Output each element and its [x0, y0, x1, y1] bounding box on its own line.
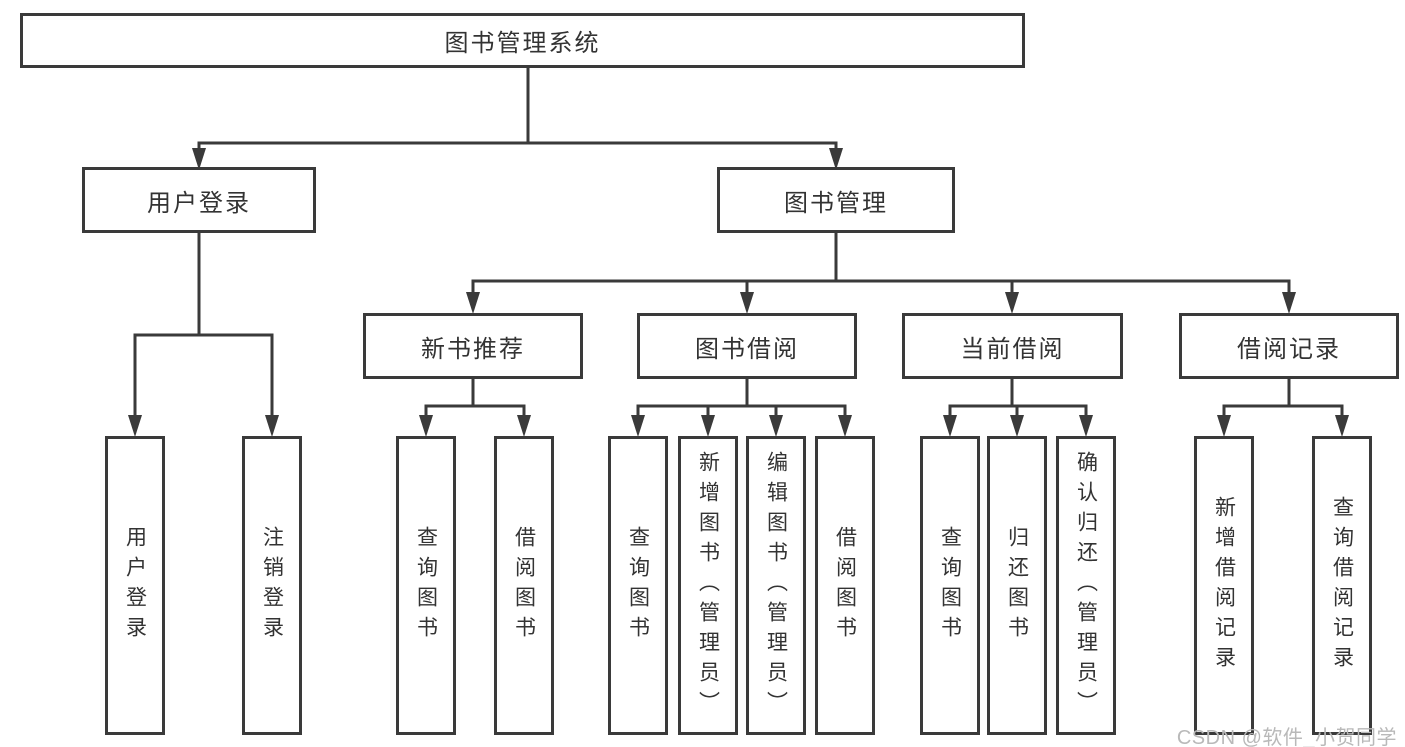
- connector-line: [636, 379, 847, 418]
- node-label: 图书借阅: [695, 335, 799, 363]
- arrow-down-icon: [829, 148, 843, 170]
- connector-user-login: [128, 233, 279, 437]
- node-borrowing-records: 借阅记录: [1179, 313, 1399, 379]
- connector-current-borrowing: [943, 379, 1093, 437]
- arrow-down-icon: [769, 415, 783, 437]
- node-label: 图书管理系统: [444, 30, 601, 57]
- node-book-borrowing: 图书借阅: [637, 313, 857, 379]
- arrow-down-icon: [1005, 292, 1019, 314]
- node-new-book-recommendation: 新书推荐: [363, 313, 583, 379]
- arrow-down-icon: [943, 415, 957, 437]
- node-label: 归还图书: [1005, 525, 1029, 646]
- node-root: 图书管理系统: [20, 13, 1025, 68]
- arrow-down-icon: [1217, 415, 1231, 437]
- watermark-text: CSDN @软件_小贺同学: [1176, 727, 1397, 747]
- connector-line: [424, 379, 526, 418]
- node-label: 查询借阅记录: [1330, 495, 1354, 676]
- node-user-login: 用户登录: [82, 167, 316, 233]
- leaf-borrow-book-recommend: 借阅图书: [494, 436, 554, 735]
- arrow-down-icon: [419, 415, 433, 437]
- arrow-down-icon: [701, 415, 715, 437]
- connector-line: [471, 233, 1291, 295]
- leaf-return-book: 归还图书: [987, 436, 1047, 735]
- node-label: 注销登录: [260, 525, 284, 646]
- node-label: 当前借阅: [960, 335, 1065, 363]
- node-book-management: 图书管理: [717, 167, 955, 233]
- node-label: 用户登录: [147, 189, 251, 217]
- arrow-down-icon: [517, 415, 531, 437]
- arrow-down-icon: [1079, 415, 1093, 437]
- arrow-down-icon: [466, 292, 480, 314]
- arrow-down-icon: [1335, 415, 1349, 437]
- leaf-borrow-book: 借阅图书: [815, 436, 875, 735]
- leaf-user-login: 用户登录: [105, 436, 165, 735]
- connector-line: [1222, 379, 1344, 418]
- arrow-down-icon: [192, 148, 206, 170]
- node-current-borrowing: 当前借阅: [902, 313, 1123, 379]
- node-label: 新增借阅记录: [1212, 495, 1236, 676]
- connector-book-borrowing: [631, 379, 852, 437]
- leaf-query-book-borrowing: 查询图书: [608, 436, 668, 735]
- node-label: 借阅图书: [833, 525, 857, 646]
- node-label: 查询图书: [938, 525, 962, 646]
- leaf-query-book-current: 查询图书: [920, 436, 980, 735]
- leaf-edit-book-admin: 编辑图书（管理员）: [746, 436, 806, 735]
- node-label: 确认归还（管理员）: [1074, 450, 1098, 721]
- node-label: 查询图书: [626, 525, 650, 646]
- connector-borrowing-records: [1217, 379, 1349, 437]
- node-label: 查询图书: [414, 525, 438, 646]
- arrow-down-icon: [1282, 292, 1296, 314]
- connector-line: [948, 379, 1088, 418]
- leaf-confirm-return-admin: 确认归还（管理员）: [1056, 436, 1116, 735]
- leaf-logout: 注销登录: [242, 436, 302, 735]
- leaf-query-borrow-record: 查询借阅记录: [1312, 436, 1372, 735]
- arrow-down-icon: [838, 415, 852, 437]
- arrow-down-icon: [631, 415, 645, 437]
- connector-new-book-recommendation: [419, 379, 531, 437]
- connector-line: [197, 68, 838, 151]
- node-label: 新书推荐: [421, 335, 525, 363]
- node-label: 借阅记录: [1237, 335, 1341, 363]
- arrow-down-icon: [740, 292, 754, 314]
- connector-line: [133, 233, 274, 417]
- arrow-down-icon: [128, 415, 142, 437]
- node-label: 用户登录: [123, 525, 147, 646]
- leaf-add-book-admin: 新增图书（管理员）: [678, 436, 738, 735]
- node-label: 图书管理: [784, 189, 888, 217]
- node-label: 新增图书（管理员）: [696, 450, 720, 721]
- arrow-down-icon: [265, 415, 279, 437]
- node-label: 编辑图书（管理员）: [764, 450, 788, 721]
- arrow-down-icon: [1010, 415, 1024, 437]
- leaf-query-book-recommend: 查询图书: [396, 436, 456, 735]
- node-label: 借阅图书: [512, 525, 536, 646]
- connector-root: [192, 68, 843, 170]
- connector-book-management: [466, 233, 1296, 314]
- leaf-add-borrow-record: 新增借阅记录: [1194, 436, 1254, 735]
